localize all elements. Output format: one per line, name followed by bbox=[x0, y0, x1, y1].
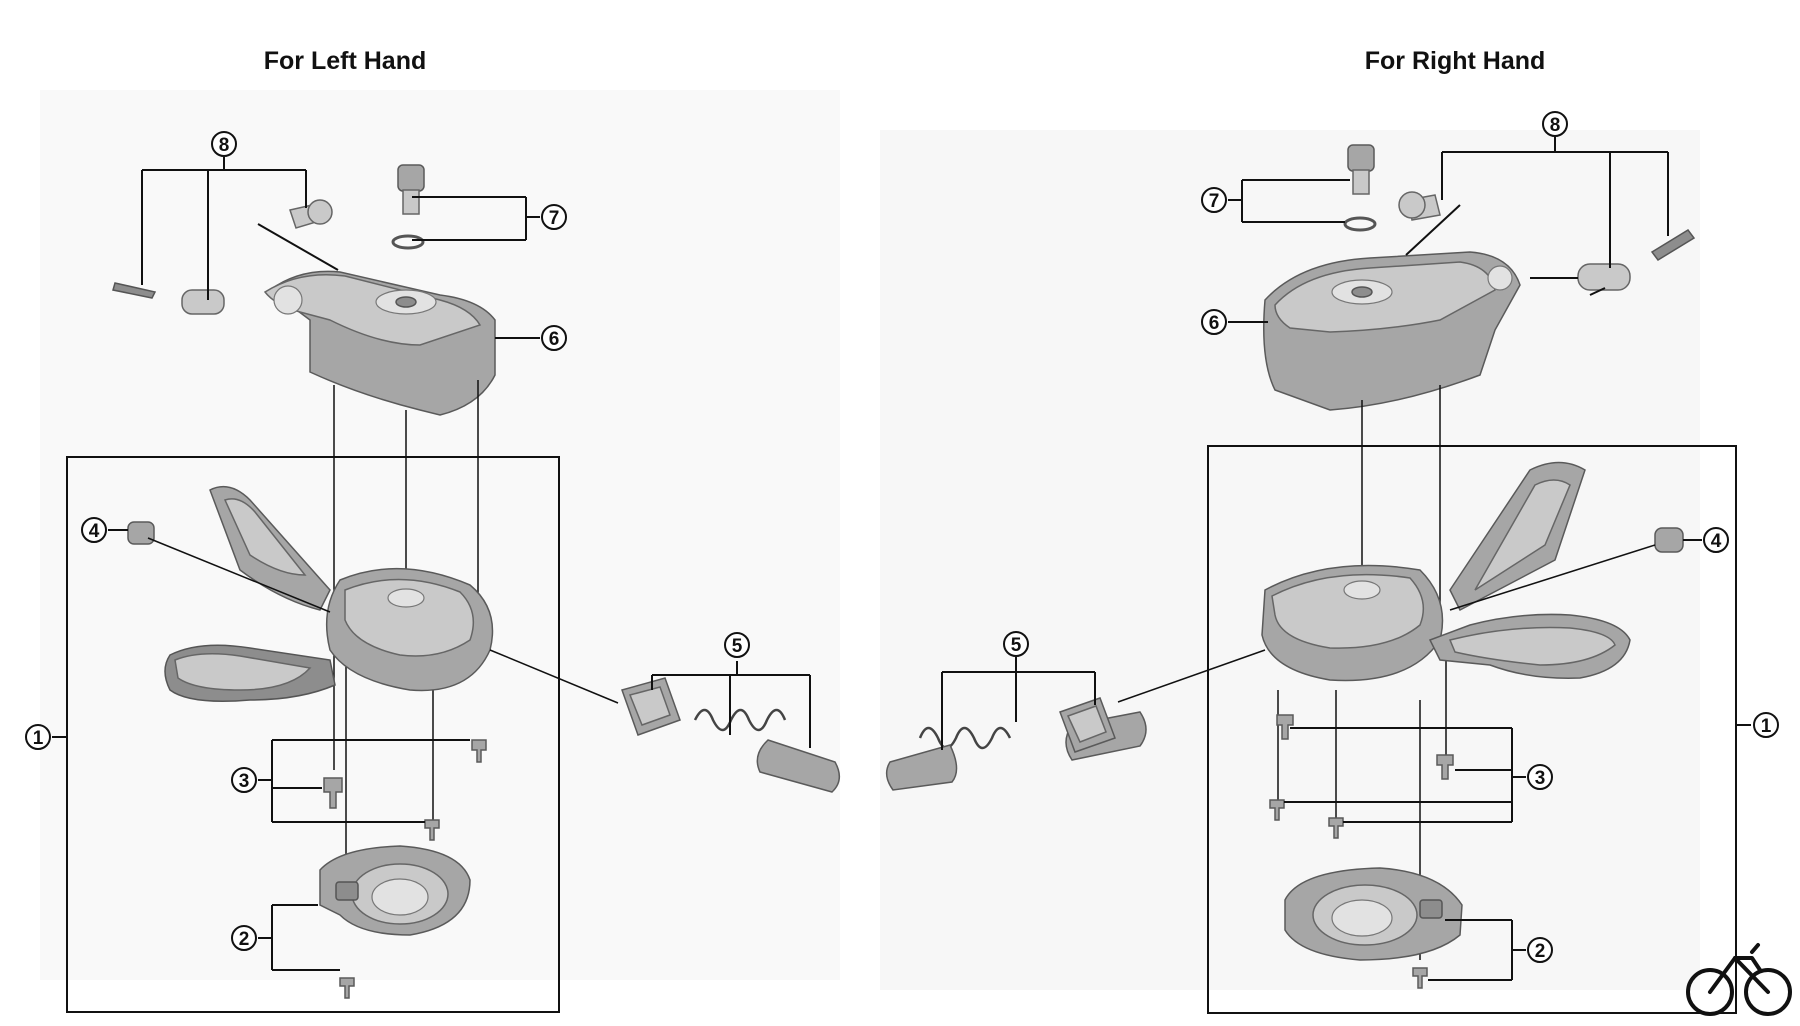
left-callout-5: 5 bbox=[724, 632, 750, 658]
right-part4-plug bbox=[1449, 527, 1684, 611]
left-top-cover bbox=[263, 270, 496, 416]
left-assembly-frame bbox=[66, 456, 560, 1013]
left-part4-plug bbox=[127, 521, 331, 613]
svg-text:6: 6 bbox=[1209, 313, 1220, 334]
svg-text:4: 4 bbox=[89, 521, 100, 542]
right-callout-2: 2 bbox=[1527, 937, 1553, 963]
left-callout-3: 3 bbox=[231, 767, 257, 793]
left-part5-plunger bbox=[489, 649, 841, 793]
left-callout-8: 8 bbox=[211, 131, 237, 157]
left-callout-6: 6 bbox=[541, 325, 567, 351]
right-part3-screws bbox=[1269, 714, 1454, 839]
bicycle-icon bbox=[1686, 943, 1792, 1016]
svg-text:2: 2 bbox=[239, 929, 250, 950]
left-callout-1: 1 bbox=[25, 724, 51, 750]
left-callout-lines bbox=[108, 157, 811, 971]
svg-text:7: 7 bbox=[549, 208, 560, 229]
right-callout-3: 3 bbox=[1527, 764, 1553, 790]
right-hand-assembly: 8 7 6 4 1 3 2 5 bbox=[885, 111, 1779, 1014]
svg-text:8: 8 bbox=[1550, 115, 1561, 136]
right-top-cover bbox=[1263, 251, 1521, 411]
right-part8-pins bbox=[1398, 191, 1696, 291]
svg-text:5: 5 bbox=[1011, 635, 1022, 656]
background-panel-right bbox=[880, 130, 1700, 990]
right-part5-plunger bbox=[885, 649, 1266, 791]
svg-text:2: 2 bbox=[1535, 941, 1546, 962]
right-shifter-body bbox=[1261, 461, 1631, 682]
right-callout-4: 4 bbox=[1703, 527, 1729, 553]
svg-text:3: 3 bbox=[1535, 768, 1546, 789]
right-bottom-cover bbox=[1284, 867, 1463, 989]
right-callout-6: 6 bbox=[1201, 309, 1227, 335]
right-assembly-frame bbox=[1207, 445, 1737, 1014]
right-callout-5: 5 bbox=[1003, 631, 1029, 657]
svg-text:8: 8 bbox=[219, 135, 230, 156]
right-callout-7: 7 bbox=[1201, 187, 1227, 213]
left-hand-assembly: 8 7 6 4 1 3 2 5 bbox=[25, 131, 841, 1013]
right-part7-bolt bbox=[1343, 144, 1377, 232]
svg-text:6: 6 bbox=[549, 329, 560, 350]
svg-text:1: 1 bbox=[33, 728, 44, 749]
right-callout-8: 8 bbox=[1542, 111, 1568, 137]
title-left-hand: For Left Hand bbox=[264, 47, 427, 75]
left-part3-screws bbox=[323, 739, 487, 841]
svg-text:3: 3 bbox=[239, 771, 250, 792]
left-part8-pins bbox=[112, 199, 333, 315]
left-callout-2: 2 bbox=[231, 925, 257, 951]
right-callout-1: 1 bbox=[1753, 712, 1779, 738]
title-right-hand: For Right Hand bbox=[1365, 47, 1546, 75]
left-bottom-cover bbox=[319, 845, 471, 999]
svg-text:1: 1 bbox=[1761, 716, 1772, 737]
left-callout-7: 7 bbox=[541, 204, 567, 230]
svg-text:4: 4 bbox=[1711, 531, 1722, 552]
left-shifter-body bbox=[164, 485, 494, 702]
background-panel-left bbox=[40, 90, 840, 980]
svg-text:5: 5 bbox=[732, 636, 743, 657]
left-callout-4: 4 bbox=[81, 517, 107, 543]
right-callout-lines bbox=[941, 137, 1702, 981]
svg-text:7: 7 bbox=[1209, 191, 1220, 212]
